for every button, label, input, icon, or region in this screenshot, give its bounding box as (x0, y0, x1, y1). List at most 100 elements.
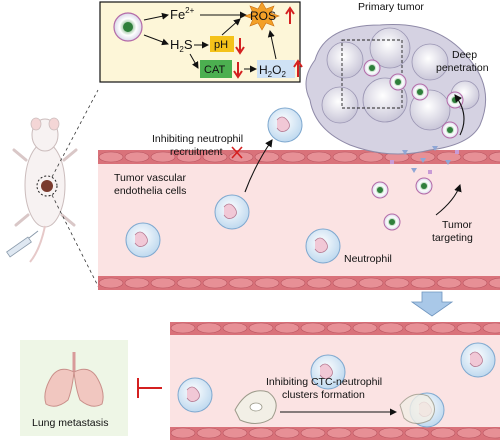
endothelial-cell (332, 151, 358, 163)
primary-tumor-label: Primary tumor (358, 1, 424, 13)
down-arrow-icon (233, 62, 243, 79)
endothelial-cell (176, 151, 202, 163)
endothelial-cell (306, 277, 332, 289)
h2s-label: H2S (170, 37, 193, 54)
endothelial-cell (462, 277, 488, 289)
endothelial-cell (358, 277, 384, 289)
lung-metastasis-label: Lung metastasis (32, 417, 108, 429)
endothelial-cell (248, 322, 274, 334)
endothelial-cell (280, 151, 306, 163)
h2o2-label: H2O2 (259, 63, 286, 79)
ph-label: pH (214, 39, 228, 51)
endothelial-cell (488, 151, 500, 163)
endothelial-cell (98, 151, 124, 163)
nanoparticle (415, 177, 433, 195)
endothelial-cell (430, 322, 456, 334)
tumor-targeting-label-line2: targeting (432, 232, 473, 244)
endothelial-cell (222, 322, 248, 334)
endothelial-cell (378, 322, 404, 334)
endothelial-cell (196, 322, 222, 334)
endothelial-cell (170, 322, 196, 334)
cat-label: CAT (204, 64, 225, 76)
endothelial-cell (352, 427, 378, 439)
ctc-clusters-label-line1: Inhibiting CTC-neutrophil (266, 376, 382, 388)
endothelial-cell (170, 427, 196, 439)
endothelial-cell (300, 322, 326, 334)
neutrophils-lower (177, 342, 496, 428)
neutrophil-cell (125, 222, 161, 258)
endothelial-cell (150, 151, 176, 163)
inhibit-cross-icon (231, 146, 243, 159)
endothelial-cell (482, 322, 500, 334)
endothelial-cell (384, 277, 410, 289)
endothelial-cell (326, 322, 352, 334)
endothelial-cells-top (98, 151, 500, 163)
endothelial-cell (488, 277, 500, 289)
endothelial-cell (254, 277, 280, 289)
nanoparticle (411, 83, 429, 101)
inhibit-recruitment-label-line1: Inhibiting neutrophil (152, 133, 243, 145)
endothelial-cell (352, 322, 378, 334)
neutrophil-cell (310, 354, 346, 390)
vascular-label-line2: endothelia cells (114, 185, 186, 197)
neutrophil-label: Neutrophil (344, 253, 392, 265)
endothelial-cell (404, 427, 430, 439)
endothelial-cell (306, 151, 332, 163)
endothelial-cells-top-lower (170, 322, 500, 334)
endothelial-cell (456, 322, 482, 334)
nanoparticle (441, 121, 459, 139)
fe-ion-label: Fe2+ (170, 6, 195, 22)
endothelial-cell (430, 427, 456, 439)
ros-burst-icon (244, 1, 280, 31)
endothelial-cell (176, 277, 202, 289)
tumor-debris (390, 146, 459, 174)
neutrophil-cell (177, 377, 213, 413)
nanoparticle (371, 181, 389, 199)
endothelial-cell (358, 151, 384, 163)
endothelial-cell (326, 427, 352, 439)
ros-label: ROS (250, 9, 276, 23)
neutrophils-main (125, 107, 341, 264)
endothelial-cell (274, 427, 300, 439)
neutrophil-cell (305, 228, 341, 264)
down-arrow-icon (235, 38, 245, 55)
endothelial-cell (436, 277, 462, 289)
endothelial-cells-bottom (98, 277, 500, 289)
zoom-lines (51, 89, 101, 291)
neutrophil-cell (267, 107, 303, 143)
nanoparticle (389, 73, 407, 91)
endothelial-cell (462, 151, 488, 163)
endothelial-cell (274, 322, 300, 334)
syringe-icon (6, 230, 39, 258)
endothelial-cell (124, 151, 150, 163)
endothelial-cell (254, 151, 280, 163)
endothelial-cell (196, 427, 222, 439)
nanoparticle (363, 59, 381, 77)
endothelial-cell (124, 277, 150, 289)
inhibit-bar-icon (137, 378, 162, 398)
deep-penetration-label-line1: Deep (452, 49, 477, 61)
block-down-arrow-icon (410, 291, 454, 317)
arrows-main (244, 94, 465, 216)
ctc-cell-adhered (399, 393, 435, 424)
up-arrow-icon (293, 59, 303, 77)
endothelial-cell (280, 277, 306, 289)
nanoparticle (383, 213, 401, 231)
endothelial-cell (404, 322, 430, 334)
mouse-illustration (6, 117, 78, 263)
endothelial-cell (410, 277, 436, 289)
h2o2-badge (257, 60, 295, 78)
endothelial-cell (150, 277, 176, 289)
endothelial-cell (378, 427, 404, 439)
mechanism-box: Fe2+ ROS H2S pH CAT H2O2 (99, 1, 303, 83)
cat-badge (200, 60, 232, 78)
endothelial-cell (248, 427, 274, 439)
ctc-clusters-label-line2: clusters formation (282, 389, 365, 401)
up-arrow-icon (285, 6, 295, 24)
vascular-label-line1: Tumor vascular (114, 172, 186, 184)
endothelial-cell (98, 277, 124, 289)
tumor-targeting-label-line1: Tumor (442, 219, 472, 231)
deep-penetration-label-line2: penetration (436, 62, 489, 74)
nanoparticle-icon (113, 12, 143, 42)
